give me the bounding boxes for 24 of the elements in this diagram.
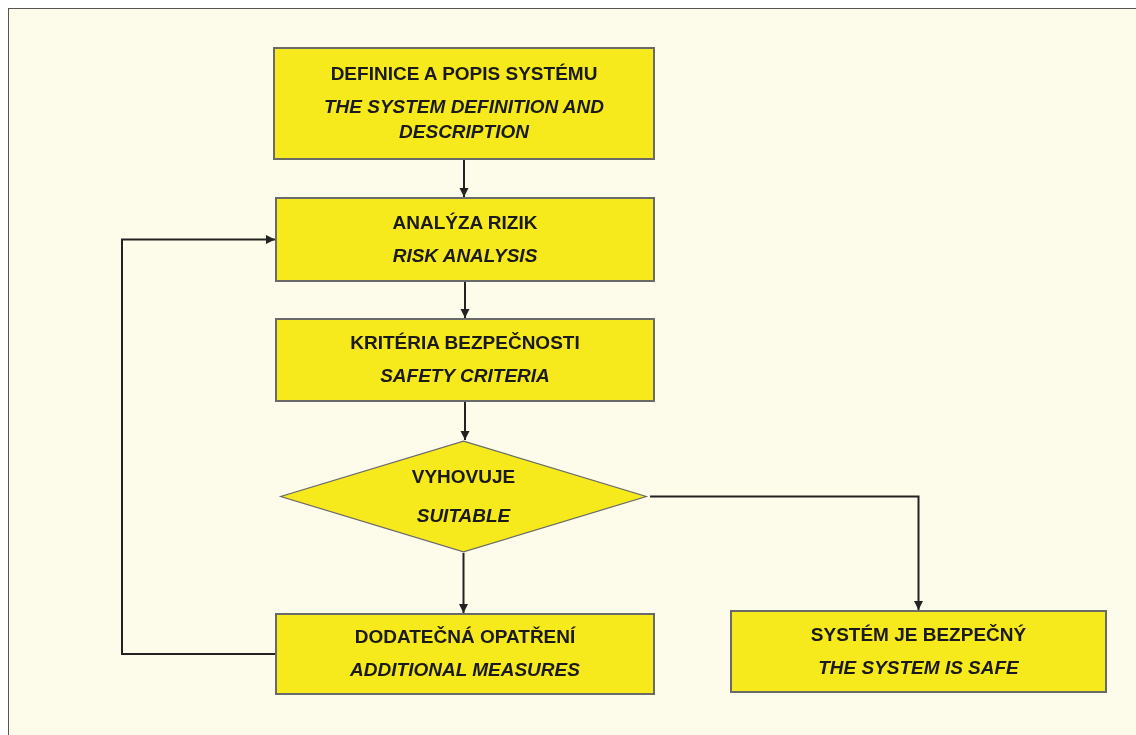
arrow [459,159,469,198]
process-box [730,610,1107,693]
arrow [649,495,923,611]
decision-diamond [277,440,650,553]
czech-label: SYSTÉM JE BEZPEČNÝ [810,622,1027,647]
process-box [275,613,655,695]
english-label: SUITABLE [416,503,511,528]
english-label: SAFETY CRITERIA [380,364,550,388]
english-label: THE SYSTEM IS SAFE [818,655,1019,680]
english-label: RISK ANALYSIS [392,243,538,268]
arrow [460,281,470,319]
arrow [121,235,276,655]
english-label: ADDITIONAL MEASURES [350,658,580,682]
arrow [460,401,470,441]
arrow [459,552,468,614]
czech-label: DEFINICE A POPIS SYSTÉMU [330,62,598,87]
czech-label: DODATEČNÁ OPATŘENÍ [354,625,576,650]
czech-label: ANALÝZA RIZIK [392,210,538,235]
process-box [275,318,655,402]
process-box [275,197,655,282]
process-box [273,47,655,160]
english-label: THE SYSTEM DEFINITION AND DESCRIPTION [322,95,606,144]
czech-label: VYHOVUJE [411,464,516,489]
czech-label: KRITÉRIA BEZPEČNOSTI [350,331,580,356]
